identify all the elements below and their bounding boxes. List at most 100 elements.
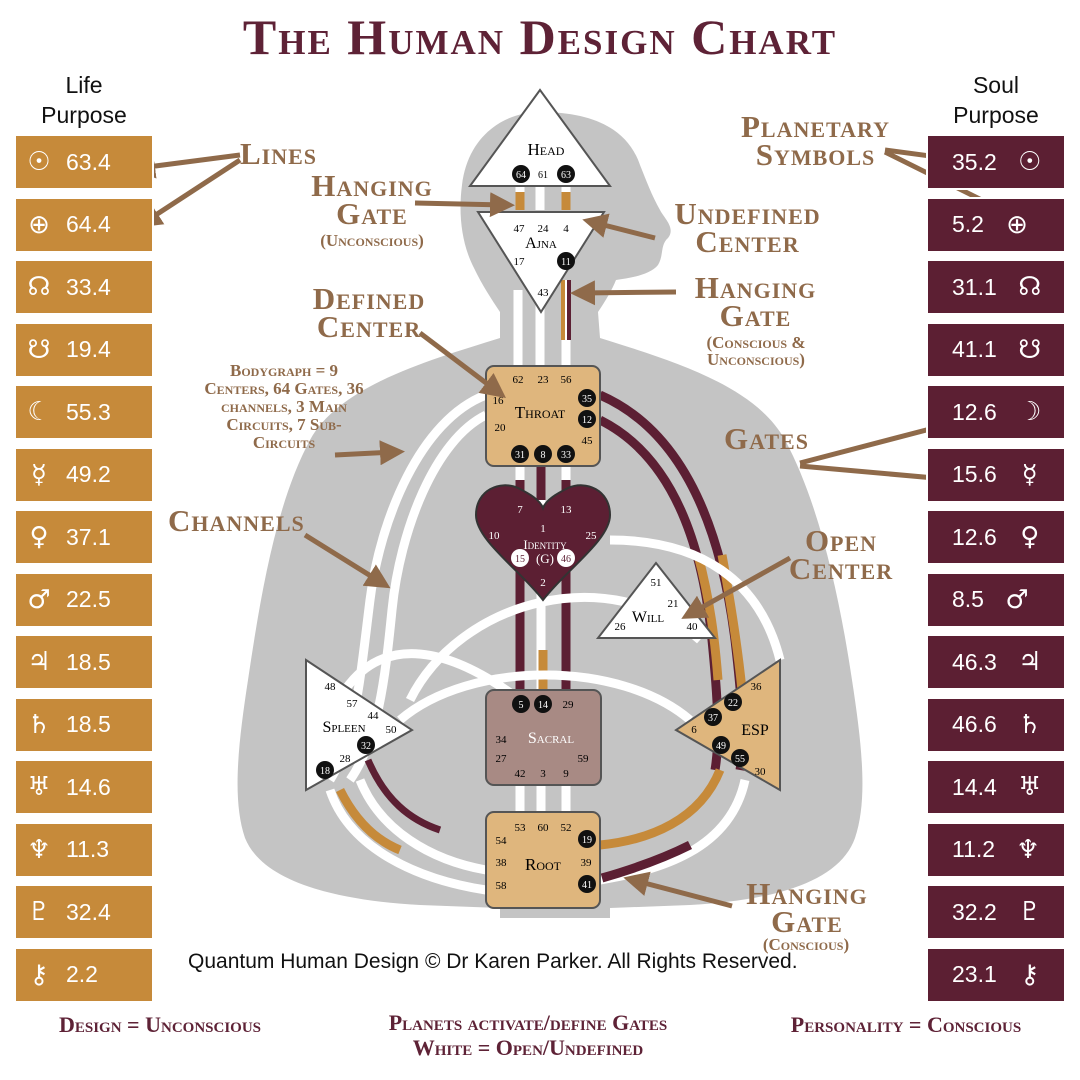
svg-text:22: 22 — [728, 698, 738, 709]
gate-line-value: 11.2 — [952, 836, 996, 862]
svg-text:52: 52 — [561, 822, 572, 834]
gate-line-value: 23.1 — [952, 961, 997, 987]
svg-text:8: 8 — [541, 450, 546, 461]
planet-row: 41.1☋ — [926, 321, 1066, 378]
svg-text:58: 58 — [496, 880, 508, 892]
hanging-gate-left-note: (Unconscious) — [320, 231, 424, 250]
gate-line-value: 32.4 — [66, 898, 111, 925]
svg-text:57: 57 — [347, 698, 359, 710]
svg-text:34: 34 — [496, 734, 508, 746]
arrow-open-center — [681, 555, 792, 619]
svg-text:6: 6 — [691, 724, 697, 736]
svg-text:7: 7 — [517, 504, 523, 516]
arrow-lines-1 — [130, 152, 241, 179]
undefined-center-annotation: Undefined Center — [674, 196, 821, 259]
copyright-text: Quantum Human Design © Dr Karen Parker. … — [188, 950, 798, 973]
sacral-center — [485, 689, 602, 786]
svg-text:61: 61 — [538, 170, 548, 181]
gate-line-value: 14.6 — [66, 773, 111, 800]
g-label-1: Identity — [523, 537, 567, 552]
gate-line-value: 49.2 — [66, 461, 111, 487]
arrow-hanging-gate-bottom — [623, 871, 733, 909]
footer-center: Planets activate/define Gates White = Op… — [388, 1010, 668, 1060]
gate-line-value: 12.6 — [952, 523, 997, 550]
planet-row: 32.2♇ — [926, 884, 1066, 940]
svg-text:46: 46 — [561, 554, 571, 565]
svg-text:12: 12 — [582, 415, 592, 426]
planet-row: ☾55.3 — [14, 384, 154, 440]
mars-icon: ♂ — [27, 584, 51, 615]
svg-text:43: 43 — [538, 287, 550, 299]
open-center-annotation: Open Center — [788, 523, 894, 586]
planet-row: 12.6♀ — [926, 509, 1066, 565]
uranus-icon: ♅ — [27, 772, 51, 802]
svg-text:19: 19 — [582, 835, 592, 846]
gate-line-value: 19.4 — [66, 336, 111, 362]
svg-text:28: 28 — [340, 753, 352, 765]
svg-text:36: 36 — [751, 681, 763, 693]
svg-text:64: 64 — [516, 170, 526, 181]
root-label: Root — [525, 855, 562, 874]
head-center — [468, 88, 612, 187]
planet-row: 14.4♅ — [926, 759, 1066, 815]
root-center — [485, 811, 601, 909]
svg-text:55: 55 — [735, 754, 745, 765]
sun-icon: ☉ — [1018, 147, 1042, 177]
planet-row: 31.1☊ — [926, 259, 1066, 315]
earth-icon: ⊕ — [1006, 209, 1028, 240]
planet-row: 5.2⊕ — [926, 196, 1066, 253]
svg-text:23: 23 — [538, 374, 550, 386]
will-label: Will — [632, 609, 664, 626]
planet-row: 11.2 ♆ — [926, 821, 1066, 878]
hanging-gate-right-annotation: Hanging Gate — [694, 270, 817, 333]
gate-line-value: 14.4 — [952, 773, 997, 800]
svg-text:16: 16 — [493, 395, 505, 407]
planet-row: ♇32.4 — [14, 884, 154, 940]
moon-icon: ☾ — [27, 397, 51, 427]
planet-row: 46.6♄ — [926, 696, 1066, 753]
svg-text:63: 63 — [561, 170, 571, 181]
planet-row: 8.5♂ — [926, 571, 1066, 628]
saturn-icon: ♄ — [27, 709, 51, 740]
gate-line-value: 33.4 — [66, 273, 111, 300]
planet-row: ☊33.4 — [14, 259, 154, 315]
g-center — [474, 484, 612, 602]
svg-text:3: 3 — [540, 768, 546, 780]
throat-center — [485, 365, 601, 467]
channels-annotation: Channels — [168, 503, 305, 538]
svg-text:18: 18 — [320, 766, 330, 777]
svg-text:32: 32 — [361, 741, 371, 752]
page-title: The Human Design Chart — [242, 9, 838, 65]
hanging-gate-left-annotation: Hanging Gate — [311, 168, 433, 231]
svg-text:1: 1 — [540, 523, 546, 535]
jupiter-icon: ♃ — [27, 647, 51, 677]
arrow-hanging-gate-left — [414, 192, 515, 218]
hanging-gate-bottom-note: (Conscious) — [762, 935, 850, 954]
svg-text:62: 62 — [513, 374, 524, 386]
saturn-icon: ♄ — [1018, 709, 1042, 740]
planet-row: 15.6☿ — [926, 446, 1066, 503]
spleen-center — [305, 658, 414, 792]
svg-text:35: 35 — [582, 394, 592, 405]
svg-text:30: 30 — [755, 766, 767, 778]
lines-annotation: Lines — [240, 136, 318, 171]
planet-row: 35.2☉ — [926, 134, 1066, 190]
sun-icon: ☉ — [27, 147, 51, 177]
svg-text:24: 24 — [538, 223, 550, 235]
svg-text:54: 54 — [496, 835, 508, 847]
svg-text:48: 48 — [325, 681, 337, 693]
gate-line-value: 12.6 — [952, 398, 997, 425]
mercury-icon: ☿ — [1021, 459, 1038, 490]
venus-icon: ♀ — [29, 522, 49, 552]
planet-row: ☿ 49.2 — [14, 446, 154, 503]
esp-label: ESP — [741, 722, 769, 739]
mercury-icon: ☿ — [31, 459, 47, 490]
gate-line-value: 8.5 — [952, 586, 984, 612]
neptune-icon: ♆ — [1016, 834, 1040, 865]
earth-icon: ⊕ — [28, 209, 50, 240]
svg-text:49: 49 — [716, 741, 726, 752]
gate-line-value: 22.5 — [66, 586, 111, 612]
planet-row: ♄18.5 — [14, 696, 154, 753]
planet-row: ⚷2.2 — [14, 946, 154, 1003]
gate-line-value: 37.1 — [66, 523, 111, 550]
